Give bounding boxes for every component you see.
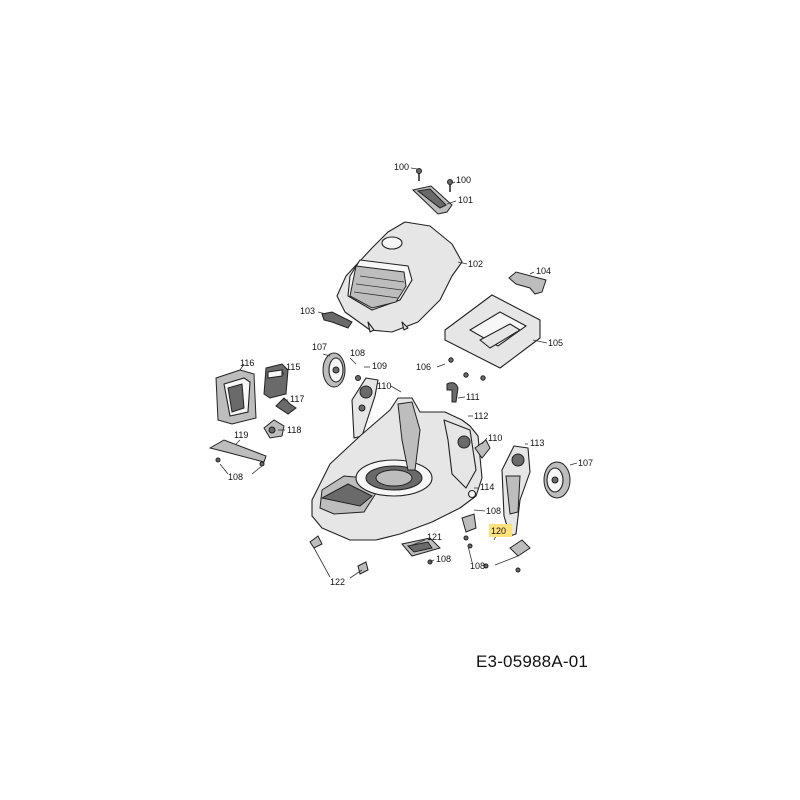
callout-103: 103 <box>300 306 315 316</box>
callout-117: 117 <box>290 394 304 404</box>
callout-labels: 100 100 101 102 103 104 105 106 107 107 … <box>228 162 593 587</box>
screw-108-bottom-b <box>515 567 521 573</box>
callout-120-highlight <box>489 524 512 537</box>
part-116 <box>215 369 257 425</box>
part-104 <box>508 271 547 295</box>
part-121 <box>401 537 441 557</box>
screw-100-mid <box>447 179 453 192</box>
side-panel-113 <box>501 445 531 537</box>
callout-115: 115 <box>286 362 300 372</box>
part-115 <box>263 363 289 399</box>
part-110-right <box>474 439 491 459</box>
wheel-107-left <box>322 352 346 388</box>
chassis-112 <box>311 397 483 541</box>
upper-hood-102 <box>336 221 463 333</box>
callout-108: 108 <box>228 472 243 482</box>
callout-108: 108 <box>350 348 365 358</box>
part-122-left <box>309 535 323 549</box>
grassbox-lid-105 <box>444 294 541 369</box>
part-119 <box>208 439 267 463</box>
part-118 <box>263 419 285 439</box>
leader-lines <box>219 167 578 579</box>
part-117 <box>275 397 297 415</box>
screw-108-bottom-a <box>483 563 489 569</box>
washer-108-upper <box>355 375 361 381</box>
callout-116: 116 <box>240 358 254 368</box>
callout-111: 111 <box>466 392 480 402</box>
callout-102: 102 <box>468 259 483 269</box>
part-120 <box>461 513 531 557</box>
callout-107: 107 <box>578 458 593 468</box>
part-111 <box>446 382 459 403</box>
callout-106: 106 <box>416 362 431 372</box>
part-122-right <box>357 561 369 575</box>
callout-119: 119 <box>234 430 248 440</box>
callout-101: 101 <box>458 195 473 205</box>
callout-114: 114 <box>480 482 494 492</box>
callout-107: 107 <box>312 342 327 352</box>
part-114 <box>467 489 477 499</box>
callout-100: 100 <box>456 175 471 185</box>
callout-109: 109 <box>372 361 387 371</box>
callout-108: 108 <box>470 561 485 571</box>
wheel-bracket-109 <box>351 377 379 439</box>
callout-104: 104 <box>536 266 551 276</box>
callout-118: 118 <box>287 425 301 435</box>
screw-108-left-b <box>259 461 265 467</box>
callout-110: 110 <box>377 381 391 391</box>
screw-108-left-a <box>215 457 221 463</box>
callout-122: 122 <box>330 577 345 587</box>
callout-108: 108 <box>486 506 501 516</box>
callout-105: 105 <box>548 338 563 348</box>
callout-121: 121 <box>427 532 442 542</box>
document-code: E3-05988A-01 <box>476 652 589 671</box>
screws-106 <box>448 357 486 381</box>
callout-120: 120 <box>491 526 506 536</box>
callout-100: 100 <box>394 162 409 172</box>
callout-108: 108 <box>436 554 451 564</box>
handle-grip-101-insert <box>416 188 447 209</box>
callout-113: 113 <box>530 438 544 448</box>
part-103 <box>321 311 353 329</box>
screw-100-top <box>416 168 422 181</box>
callout-112: 112 <box>474 411 488 421</box>
wheel-107-right <box>543 461 571 499</box>
callout-110: 110 <box>488 433 502 443</box>
